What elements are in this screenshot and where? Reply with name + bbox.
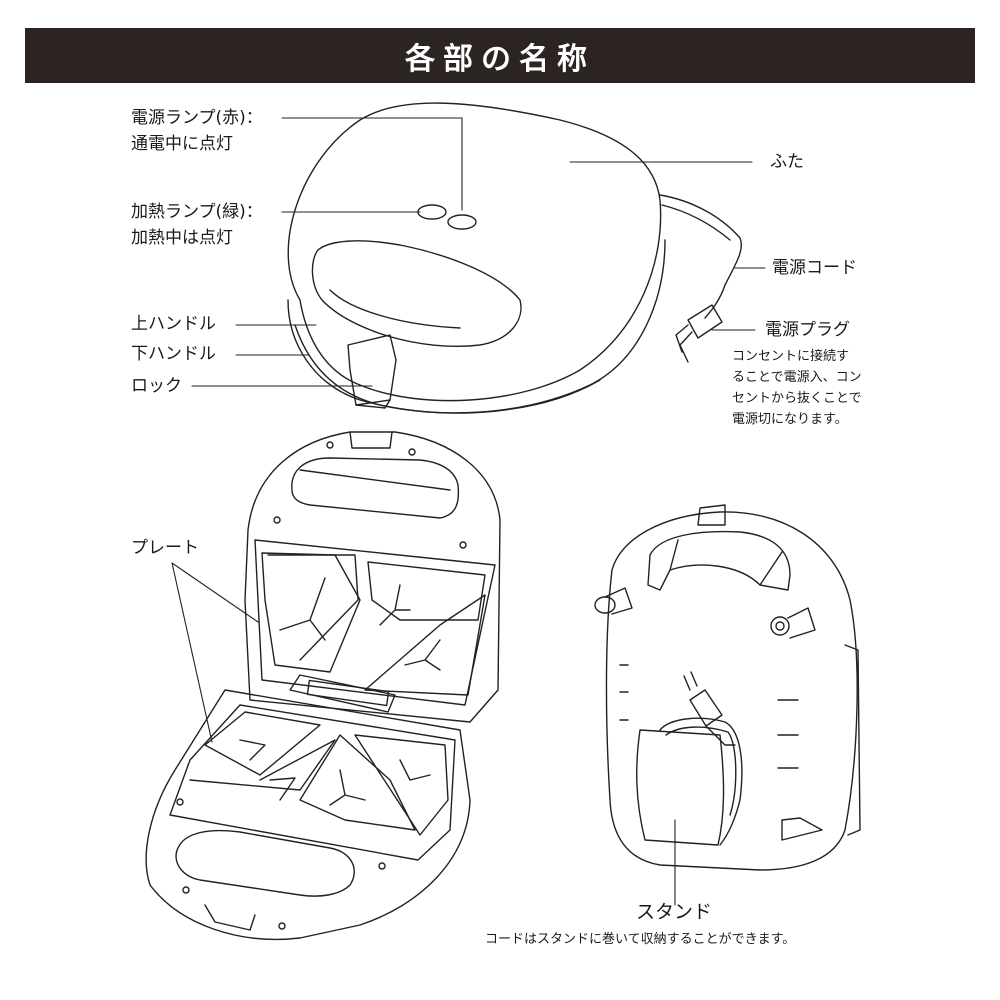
power-cord-label: 電源コード <box>772 258 857 278</box>
heat-lamp-desc: 加熱中は点灯 <box>131 228 233 248</box>
stand-body-outline <box>605 511 858 871</box>
plug-note-line-1: コンセントに接続す <box>732 349 850 364</box>
standing-unit-drawing <box>594 504 861 871</box>
hinge <box>289 674 396 713</box>
plug-note-line-2: ることで電源入、コン <box>732 370 862 385</box>
leader-lines-top <box>191 117 766 387</box>
lid-handle-recess <box>311 240 522 347</box>
lower-handle-label: 下ハンドル <box>131 344 216 364</box>
power-plug-label: 電源プラグ <box>765 320 850 340</box>
plug-note-line-3: セントから抜くことで <box>732 391 862 406</box>
lid-label: ふた <box>770 152 804 172</box>
page-title: 各部の名称 <box>405 41 595 77</box>
plug-note-line-4: 電源切になります。 <box>732 412 848 427</box>
plate-label: プレート <box>131 538 199 558</box>
power-lamp-shape <box>417 204 447 220</box>
heat-lamp-shape <box>447 214 477 230</box>
lid-outline <box>287 102 662 402</box>
closed-unit-drawing <box>287 102 742 414</box>
stand-label: スタンド <box>636 901 713 923</box>
open-upper-shell <box>244 431 501 723</box>
open-unit-drawing <box>145 431 501 941</box>
heat-lamp-label: 加熱ランプ(緑)： <box>131 202 263 222</box>
stand-plate <box>636 729 725 846</box>
base-outline <box>287 239 666 414</box>
leader-lines-plate <box>171 562 259 743</box>
power-lamp-desc: 通電中に点灯 <box>131 134 233 154</box>
cord-path <box>659 194 742 319</box>
power-lamp-label: 電源ランプ(赤)： <box>131 108 263 128</box>
lock-label: ロック <box>131 376 182 396</box>
stand-note: コードはスタンドに巻いて収納することができます。 <box>485 932 796 947</box>
upper-handle-label: 上ハンドル <box>131 314 216 334</box>
plug-shape <box>687 304 723 339</box>
open-lower-shell <box>145 689 471 941</box>
title-bar: 各部の名称 <box>25 28 975 83</box>
upper-plate-frame <box>254 539 496 706</box>
